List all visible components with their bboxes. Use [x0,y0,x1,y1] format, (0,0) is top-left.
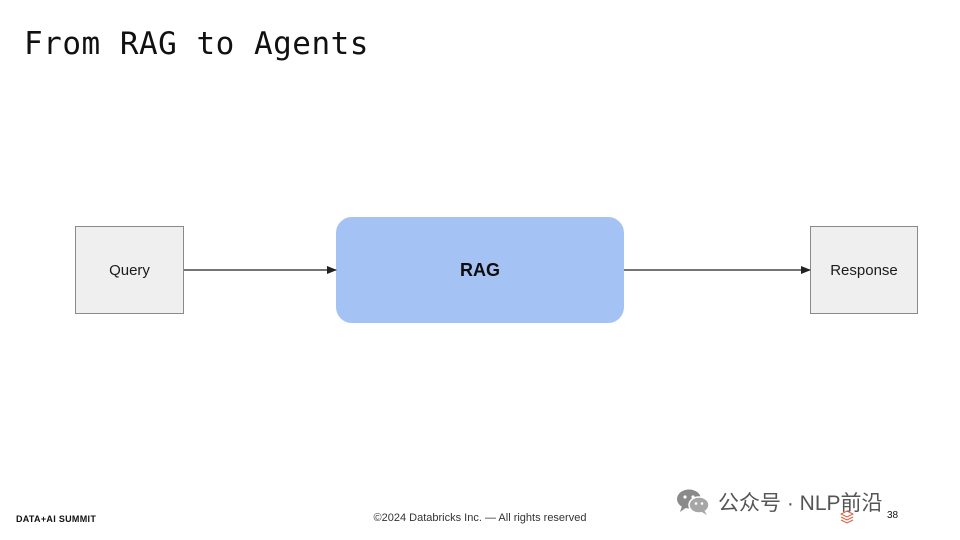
watermark: 公众号 · NLP前沿 [676,487,883,517]
brand-logo: DATA+AI SUMMIT [16,514,97,524]
wechat-icon [677,489,710,515]
page-number: 38 [887,510,899,521]
watermark-text: 公众号 · NLP前沿 [718,492,883,515]
query-label: Query [109,261,150,279]
databricks-stack-icon [840,510,854,524]
response-label: Response [830,261,898,279]
slide-title: From RAG to Agents [24,26,369,62]
response-node: Response [810,226,918,314]
copyright-text: ©2024 Databricks Inc. — All rights reser… [373,512,587,524]
query-node: Query [75,226,184,314]
rag-node: RAG [336,217,624,323]
rag-label: RAG [460,259,500,280]
